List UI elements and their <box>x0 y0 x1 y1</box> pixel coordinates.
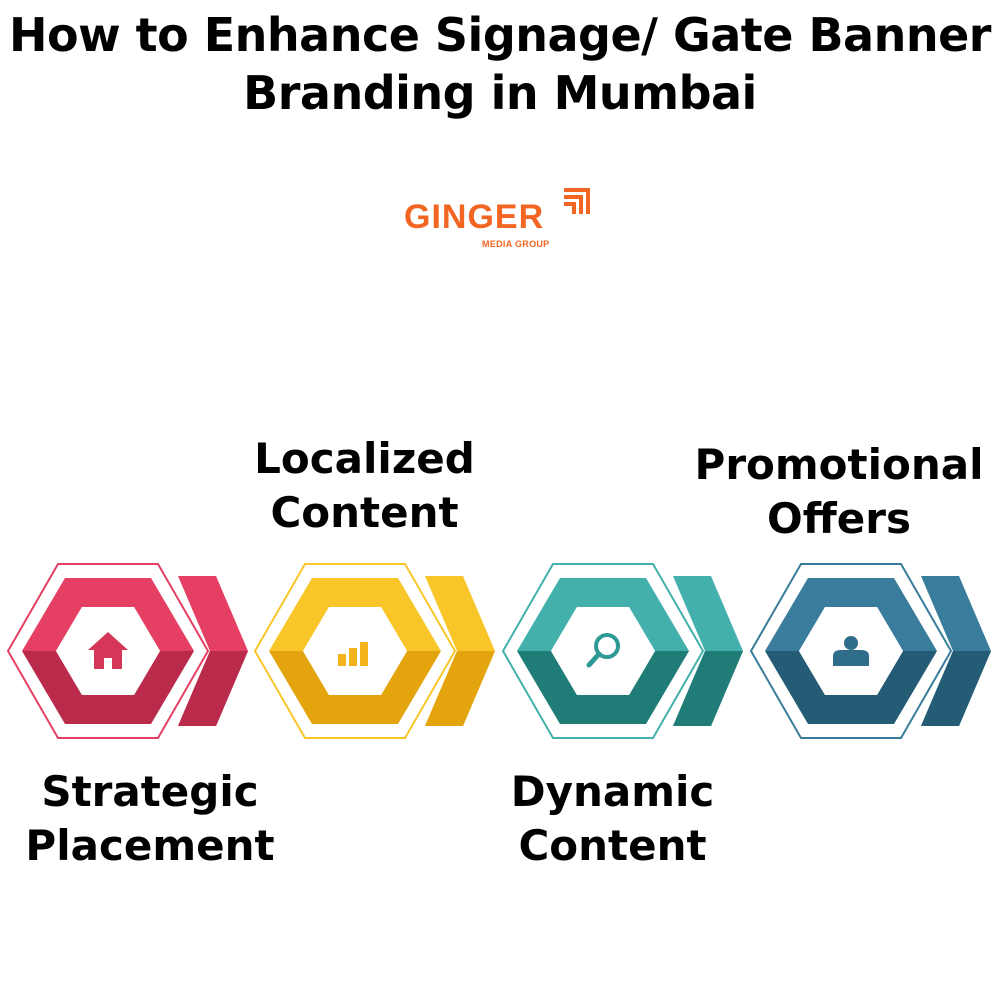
step-label-line-2: Content <box>270 488 459 537</box>
user-body <box>833 650 869 666</box>
logo-bar-inner <box>564 202 576 214</box>
search-handle <box>586 651 602 668</box>
step-label-line-1: Localized <box>254 434 475 483</box>
signal-bars-icon <box>564 188 590 214</box>
home-roof <box>88 632 128 650</box>
hexagon-outline <box>253 563 457 739</box>
step-hexagon-4 <box>749 563 991 739</box>
hexagon-outline <box>749 563 953 739</box>
chevron-arrow-shade <box>178 651 248 726</box>
step-label-line-1: Strategic <box>41 767 259 816</box>
logo-wordmark: GINGER <box>404 198 545 236</box>
chevron-arrow-shade <box>425 651 495 726</box>
step-hexagon-2 <box>253 563 495 739</box>
hexagon-ring-top <box>765 578 937 651</box>
step-label-line-1: Promotional <box>694 440 984 489</box>
chart-bar <box>338 654 346 666</box>
chart-bar <box>360 642 368 666</box>
user-head <box>844 636 858 650</box>
hexagon-inner <box>551 607 655 695</box>
step-label-line-2: Offers <box>767 494 911 543</box>
chevron-arrow-shade <box>673 651 743 726</box>
page-title: How to Enhance Signage/ Gate Banner Bran… <box>0 6 1000 122</box>
title-line-1: How to Enhance Signage/ Gate Banner <box>9 8 991 62</box>
hexagon-ring-bottom <box>22 651 194 724</box>
step-label-line-2: Placement <box>25 821 275 870</box>
hexagon-outline <box>501 563 705 739</box>
home-icon <box>88 632 128 669</box>
search-lens <box>594 633 620 659</box>
logo-subtitle: MEDIA GROUP <box>482 239 550 249</box>
search-icon <box>586 633 620 668</box>
hexagon-ring-bottom <box>269 651 441 724</box>
hexagon-outline <box>6 563 210 739</box>
bar-chart-icon <box>338 642 368 666</box>
step-label-localized-content: Localized Content <box>232 432 497 540</box>
step-label-line-1: Dynamic <box>510 767 715 816</box>
hexagon-ring-bottom <box>517 651 689 724</box>
step-label-line-2: Content <box>518 821 707 870</box>
logo-bar-outer <box>564 188 590 214</box>
hexagon-ring-top <box>269 578 441 651</box>
hexagon-ring-top <box>517 578 689 651</box>
hexagon-ring-bottom <box>765 651 937 724</box>
ginger-media-group-logo: GINGER MEDIA GROUP <box>400 180 600 260</box>
title-line-2: Branding in Mumbai <box>243 66 757 120</box>
step-label-dynamic-content: Dynamic Content <box>490 765 735 873</box>
hexagon-ring-top <box>22 578 194 651</box>
step-label-promotional-offers: Promotional Offers <box>680 438 998 546</box>
step-hexagon-3 <box>501 563 743 739</box>
step-hexagon-1 <box>6 563 248 739</box>
user-icon <box>833 636 869 666</box>
step-label-strategic-placement: Strategic Placement <box>15 765 285 873</box>
chart-bar <box>349 648 357 666</box>
chevron-arrow-shade <box>921 651 991 726</box>
home-door <box>104 658 112 669</box>
logo-bar-middle <box>564 195 583 214</box>
